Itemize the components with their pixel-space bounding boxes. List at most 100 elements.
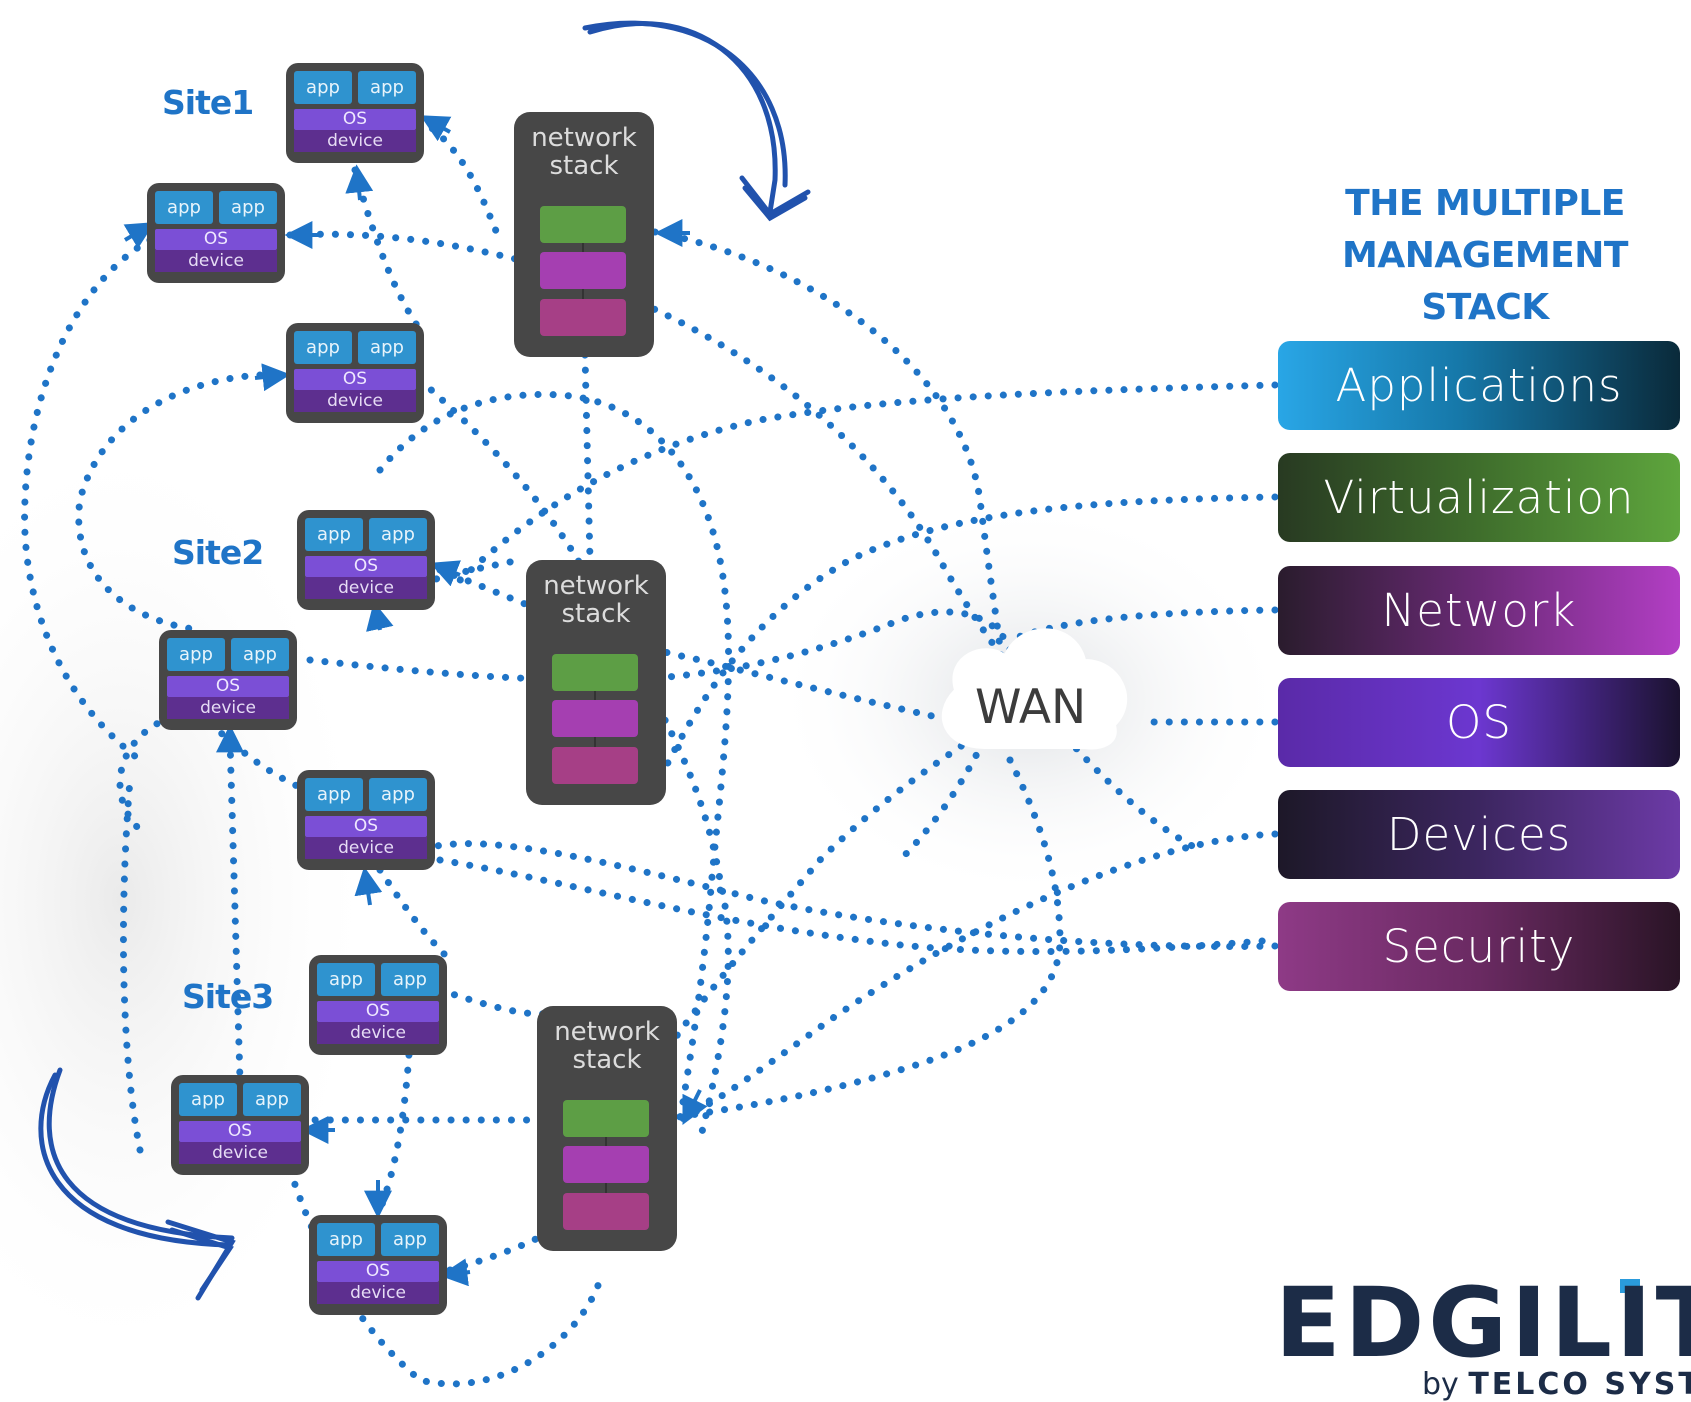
- network-stack-title: network: [554, 1017, 660, 1047]
- link-virtualization: [646, 493, 1279, 804]
- layer-network: Network: [1278, 566, 1680, 655]
- layer-security: Security: [1278, 902, 1680, 991]
- edgilit-logo: EDGILIT: [1275, 1267, 1691, 1379]
- layer-devices: Devices: [1278, 790, 1680, 879]
- wan-label: WAN: [975, 680, 1087, 735]
- logo-byline: by TELCO SYSTE: [1422, 1367, 1691, 1402]
- mesh-23: [376, 866, 454, 964]
- app-chip: app: [243, 1083, 301, 1116]
- logo-company: TELCO SYSTE: [1468, 1367, 1691, 1402]
- network-stack-title: stack: [572, 1045, 642, 1075]
- arrowhead-7: [429, 560, 461, 587]
- stack-layer-network: [552, 700, 638, 737]
- mesh-22: [656, 716, 1004, 1064]
- network-stack-title: stack: [561, 599, 631, 629]
- arrowhead-14: [682, 1089, 708, 1126]
- arrowhead-10: [354, 866, 383, 906]
- link-devices: [676, 830, 1279, 1124]
- app-chip: app: [219, 191, 277, 224]
- management-title-line: MANAGEMENT: [1342, 235, 1628, 276]
- wan-cloud-icon: [941, 628, 1128, 750]
- mesh-9: [21, 236, 154, 764]
- mesh-21: [376, 1036, 414, 1214]
- arrowhead-13: [439, 1258, 471, 1287]
- stack-layer-network: [563, 1146, 649, 1183]
- site1-label: Site1: [162, 83, 254, 122]
- arrowhead-5: [123, 222, 155, 249]
- app-chip: app: [317, 1223, 375, 1256]
- device-chip: device: [155, 250, 277, 272]
- os-chip: OS: [167, 676, 289, 697]
- mesh-3: [581, 351, 594, 564]
- stack-layer-virtualization: [552, 654, 638, 691]
- mesh-19: [119, 776, 144, 1154]
- stack-layer-security: [563, 1193, 649, 1230]
- management-title-line: STACK: [1421, 287, 1549, 328]
- arrowhead-3: [345, 164, 374, 201]
- app-chip: app: [167, 638, 225, 671]
- stack-layer-network: [540, 252, 626, 289]
- device-chip: device: [294, 390, 416, 412]
- mesh-18: [286, 1166, 604, 1388]
- stack-layer-virtualization: [540, 206, 626, 243]
- stack-layer-security: [540, 299, 626, 336]
- app-chip: app: [305, 518, 363, 551]
- layer-virtualization: Virtualization: [1278, 453, 1680, 542]
- device-chip: device: [317, 1022, 439, 1044]
- stack-layer-virtualization: [563, 1100, 649, 1137]
- mesh-6: [351, 166, 424, 334]
- stack-layer-security: [552, 747, 638, 784]
- network-stack-title: stack: [549, 151, 619, 181]
- app-chip: app: [179, 1083, 237, 1116]
- mesh-5: [416, 116, 504, 244]
- os-chip: OS: [305, 556, 427, 577]
- management-title-line: THE MULTIPLE: [1345, 183, 1625, 224]
- device-chip: device: [294, 130, 416, 152]
- site2-label: Site2: [172, 533, 264, 572]
- app-chip: app: [294, 331, 352, 364]
- os-chip: OS: [317, 1001, 439, 1022]
- management-title: THE MULTIPLE MANAGEMENT STACK: [1320, 178, 1650, 334]
- app-chip: app: [369, 778, 427, 811]
- app-chip: app: [294, 71, 352, 104]
- app-chip: app: [381, 963, 439, 996]
- os-chip: OS: [294, 109, 416, 130]
- logo-by: by: [1422, 1367, 1459, 1402]
- mesh-8: [376, 390, 733, 1124]
- os-chip: OS: [294, 369, 416, 390]
- mesh-2: [581, 276, 1204, 854]
- device-chip: device: [305, 837, 427, 859]
- layer-os: OS: [1278, 678, 1680, 767]
- app-chip: app: [358, 71, 416, 104]
- app-chip: app: [369, 518, 427, 551]
- mesh-7: [416, 376, 732, 1144]
- device-chip: device: [317, 1282, 439, 1304]
- arrowhead-1: [420, 115, 452, 142]
- device-chip: device: [167, 697, 289, 719]
- logo-accent: [1620, 1279, 1640, 1293]
- mesh-20: [226, 736, 244, 1084]
- layer-applications: Applications: [1278, 341, 1680, 430]
- mesh-11: [306, 608, 1014, 684]
- os-chip: OS: [305, 816, 427, 837]
- mesh-10: [75, 371, 264, 634]
- mesh-25: [896, 696, 1004, 864]
- mesh-14: [436, 856, 1279, 956]
- mesh-1: [651, 228, 1004, 654]
- os-chip: OS: [317, 1261, 439, 1282]
- mesh-15: [436, 986, 564, 1018]
- swoosh-arrow-bottom: [38, 1072, 233, 1248]
- app-chip: app: [231, 638, 289, 671]
- os-chip: OS: [179, 1121, 301, 1142]
- app-chip: app: [155, 191, 213, 224]
